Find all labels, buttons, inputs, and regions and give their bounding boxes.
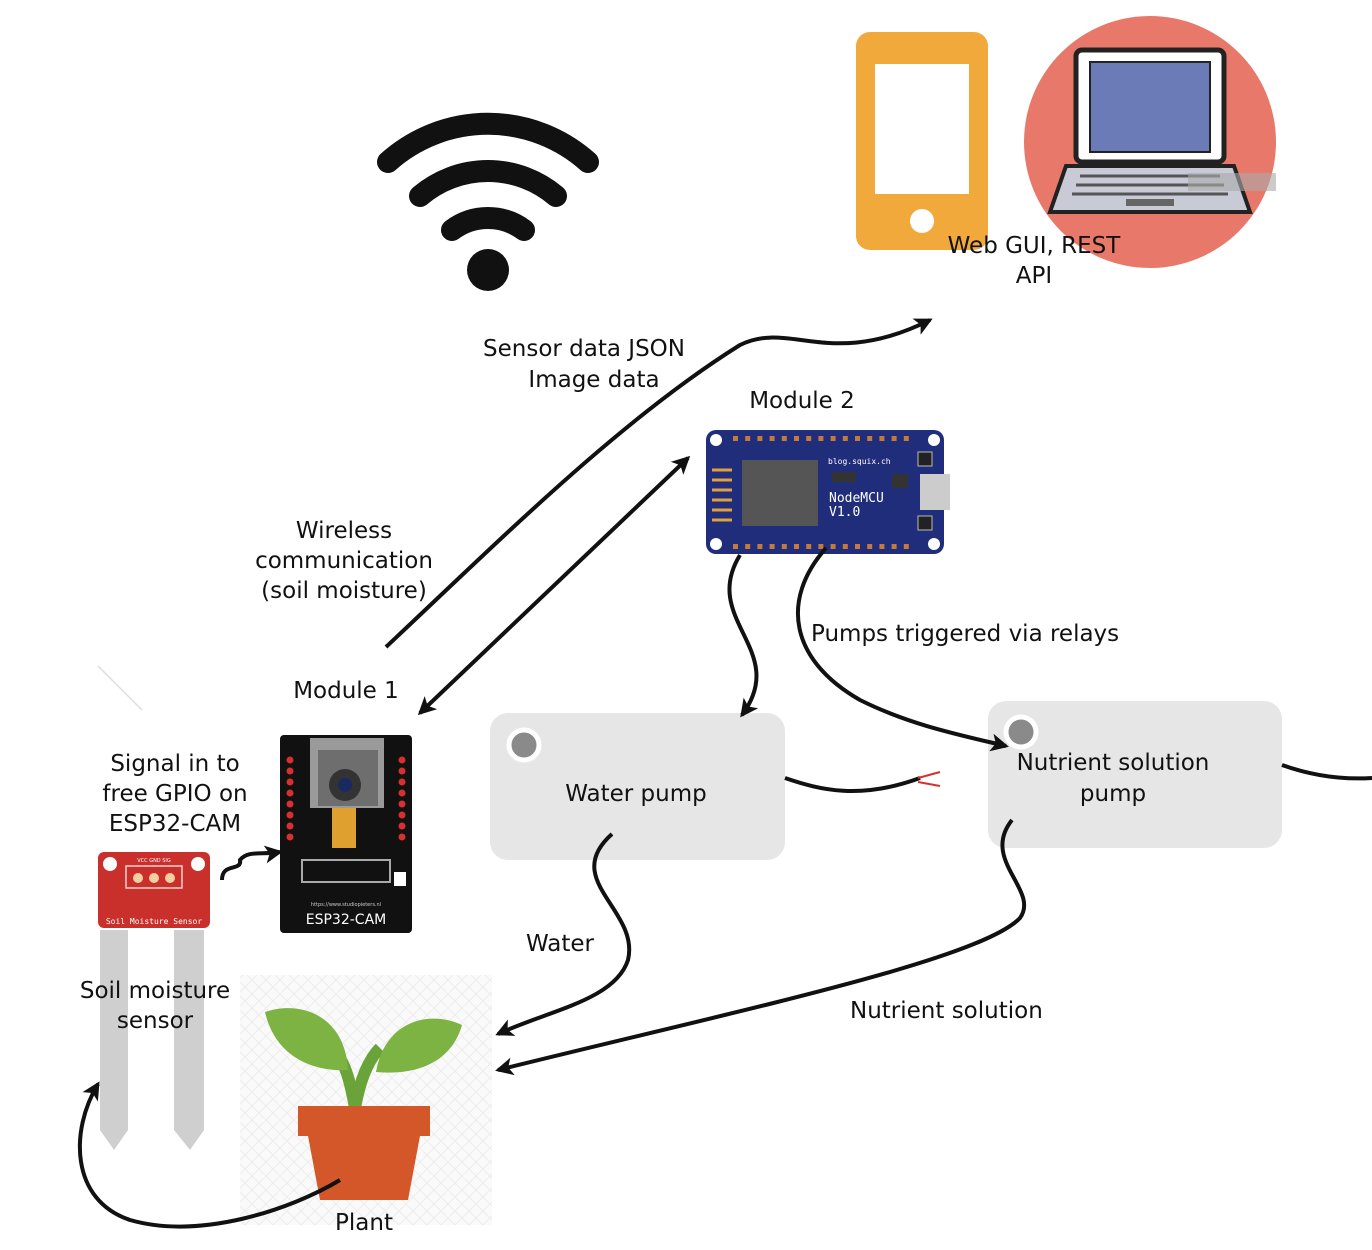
web-gui-label-line1: Web GUI, REST (947, 233, 1121, 259)
arrow-module2-water-pump (727, 553, 759, 718)
header-pin (769, 436, 775, 441)
header-pin (818, 544, 824, 549)
header-pin (867, 544, 873, 549)
water-label: Water (526, 931, 594, 957)
cables (784, 763, 1372, 794)
header-pin (891, 436, 897, 441)
water-pump-box (490, 713, 785, 860)
sensor-json-label: Sensor data JSON (483, 336, 685, 362)
module1-label: Module 1 (293, 678, 399, 704)
laptop-icon (1024, 16, 1276, 268)
header-pin (398, 833, 406, 841)
water-pump-label: Water pump (565, 781, 707, 807)
signal-label-line1: Signal in to (110, 751, 240, 777)
arrow-plant-to-sensor (77, 1081, 342, 1229)
nutrient-pump-label-line1: Nutrient solution (1016, 750, 1210, 776)
header-pin (398, 822, 406, 830)
header-pin (903, 436, 909, 441)
header-pin (745, 544, 751, 549)
header-pin (733, 436, 738, 441)
plant-pot-icon (240, 975, 492, 1225)
nutrient-pump-box (988, 701, 1282, 848)
soil-board-text: Soil Moisture Sensor (106, 917, 203, 926)
smartphone-icon (856, 32, 988, 250)
nodemcu-label-line2: V1.0 (829, 505, 860, 520)
nutrient-pump-label-line2: pump (1079, 781, 1147, 807)
header-pin (879, 436, 885, 441)
red-wire-2 (917, 781, 941, 787)
header-pin (830, 544, 836, 549)
module2-label: Module 2 (749, 388, 855, 414)
soil-sensor-label-line2: sensor (116, 1008, 194, 1034)
faint-line (97, 665, 143, 711)
header-pin (855, 544, 860, 549)
soil-moisture-sensor-icon: VCC GND SIG Soil Moisture Sensor (98, 852, 210, 1150)
nodemcu-board-icon: blog.squix.ch NodeMCU V1.0 (706, 430, 950, 554)
plant-label: Plant (335, 1210, 393, 1236)
header-pin (891, 544, 897, 549)
header-pin (818, 436, 824, 441)
arrow-module1-module2 (417, 455, 691, 716)
soil-pins-text: VCC GND SIG (137, 858, 171, 864)
header-pin (842, 544, 848, 549)
header-pin (855, 436, 860, 441)
nodemcu-label-line1: NodeMCU (829, 491, 884, 506)
soil-sensor-label-line1: Soil moisture (79, 978, 231, 1004)
header-pin (398, 778, 406, 786)
header-pin (398, 800, 406, 808)
header-pin (757, 436, 763, 441)
arrow-water-to-plant (495, 832, 632, 1036)
esp32-site-text: https://www.studiopieters.nl (311, 902, 381, 908)
header-pin (745, 436, 751, 441)
header-pin (286, 822, 294, 830)
header-pin (806, 436, 812, 441)
wireless-label-line3: (soil moisture) (261, 578, 427, 604)
header-pin (794, 436, 799, 441)
header-pin (286, 833, 294, 841)
header-pin (286, 789, 294, 797)
header-pin (286, 778, 294, 786)
signal-label-line3: ESP32-CAM (108, 811, 242, 837)
pumps-relays-label: Pumps triggered via relays (811, 621, 1120, 647)
header-pin (757, 544, 763, 549)
header-pin (286, 800, 294, 808)
esp32-label: ESP32-CAM (306, 912, 386, 928)
wifi-icon (377, 112, 599, 291)
arrow-sensor-to-esp32 (220, 845, 283, 881)
header-pin (806, 544, 812, 549)
header-pin (398, 767, 406, 775)
arrow-nutrient-to-plant (495, 818, 1027, 1076)
header-pin (733, 544, 738, 549)
header-pin (842, 436, 848, 441)
header-pin (867, 436, 873, 441)
header-pin (903, 544, 909, 549)
web-gui-label-line2: API (1015, 263, 1053, 289)
nutrient-pump-cable (1281, 763, 1372, 781)
header-pin (879, 544, 885, 549)
header-pin (769, 544, 775, 549)
wireless-label-line2: communication (255, 548, 433, 574)
arrow-module2-nutrient-pump (795, 546, 1009, 752)
header-pin (398, 756, 406, 764)
header-pin (830, 436, 836, 441)
wireless-label-line1: Wireless (295, 518, 393, 544)
header-pin (794, 544, 799, 549)
red-wire (917, 771, 941, 779)
esp32-cam-board-icon: https://www.studiopieters.nl ESP32-CAM (280, 735, 412, 933)
header-pin (398, 811, 406, 819)
nutrient-solution-label: Nutrient solution (850, 998, 1043, 1024)
header-pin (286, 756, 294, 764)
nodemcu-site-text: blog.squix.ch (828, 457, 891, 466)
header-pin (398, 789, 406, 797)
header-pin (781, 544, 787, 549)
signal-label-line2: free GPIO on (102, 781, 248, 807)
image-data-label: Image data (528, 367, 660, 393)
header-pin (286, 767, 294, 775)
header-pin (781, 436, 787, 441)
water-pump-cable (784, 776, 921, 794)
header-pin (286, 811, 294, 819)
